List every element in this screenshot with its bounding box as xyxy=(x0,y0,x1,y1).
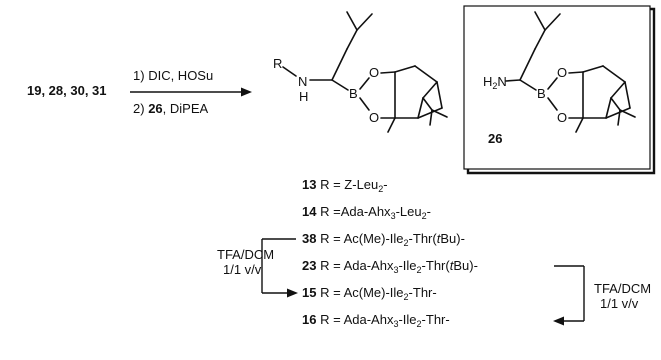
r-entry-15: 15 R = Ac(Me)-Ile2-Thr- xyxy=(302,285,437,302)
product-n-hydrogen: H xyxy=(299,89,308,104)
r-entry-13: 13 R = Z-Leu2- xyxy=(302,177,388,194)
reactant-numbers: 19, 28, 30, 31 xyxy=(27,83,107,98)
condition-step-2: 2) 26, DiPEA xyxy=(133,101,208,116)
product-oxygen-1: O xyxy=(369,65,379,80)
product-r-group: R xyxy=(273,56,282,71)
deprotection-left-line-2: 1/1 v/v xyxy=(223,262,262,277)
compound-26-boron: B xyxy=(537,86,546,101)
r-group-list: 13 R = Z-Leu2- 14 R =Ada-Ahx3-Leu2- 38 R… xyxy=(302,177,478,329)
compound-26-number: 26 xyxy=(488,131,502,146)
compound-26-amine: H2N xyxy=(483,74,507,91)
main-reaction-arrow xyxy=(130,87,252,97)
r-entry-14: 14 R =Ada-Ahx3-Leu2- xyxy=(302,204,431,221)
compound-26-box: H2N B O O 26 xyxy=(463,5,656,175)
r-entry-38: 38 R = Ac(Me)-Ile2-Thr(tBu)- xyxy=(302,231,465,248)
product-structure: R N H B O O xyxy=(273,11,448,133)
product-boron: B xyxy=(349,86,358,101)
compound-26-oxygen-1: O xyxy=(557,65,567,80)
deprotection-arrow-right xyxy=(553,265,585,326)
deprotection-right-line-1: TFA/DCM xyxy=(594,281,651,296)
deprotection-arrow-left xyxy=(261,238,298,298)
compound-26-oxygen-2: O xyxy=(557,110,567,125)
deprotection-left-line-1: TFA/DCM xyxy=(217,247,274,262)
deprotection-right-line-2: 1/1 v/v xyxy=(600,296,639,311)
product-oxygen-2: O xyxy=(369,110,379,125)
product-nitrogen: N xyxy=(298,74,307,89)
condition-step-1: 1) DIC, HOSu xyxy=(133,68,213,83)
r-entry-16: 16 R = Ada-Ahx3-Ile2-Thr- xyxy=(302,312,450,329)
r-entry-23: 23 R = Ada-Ahx3-Ile2-Thr(tBu)- xyxy=(302,258,478,275)
